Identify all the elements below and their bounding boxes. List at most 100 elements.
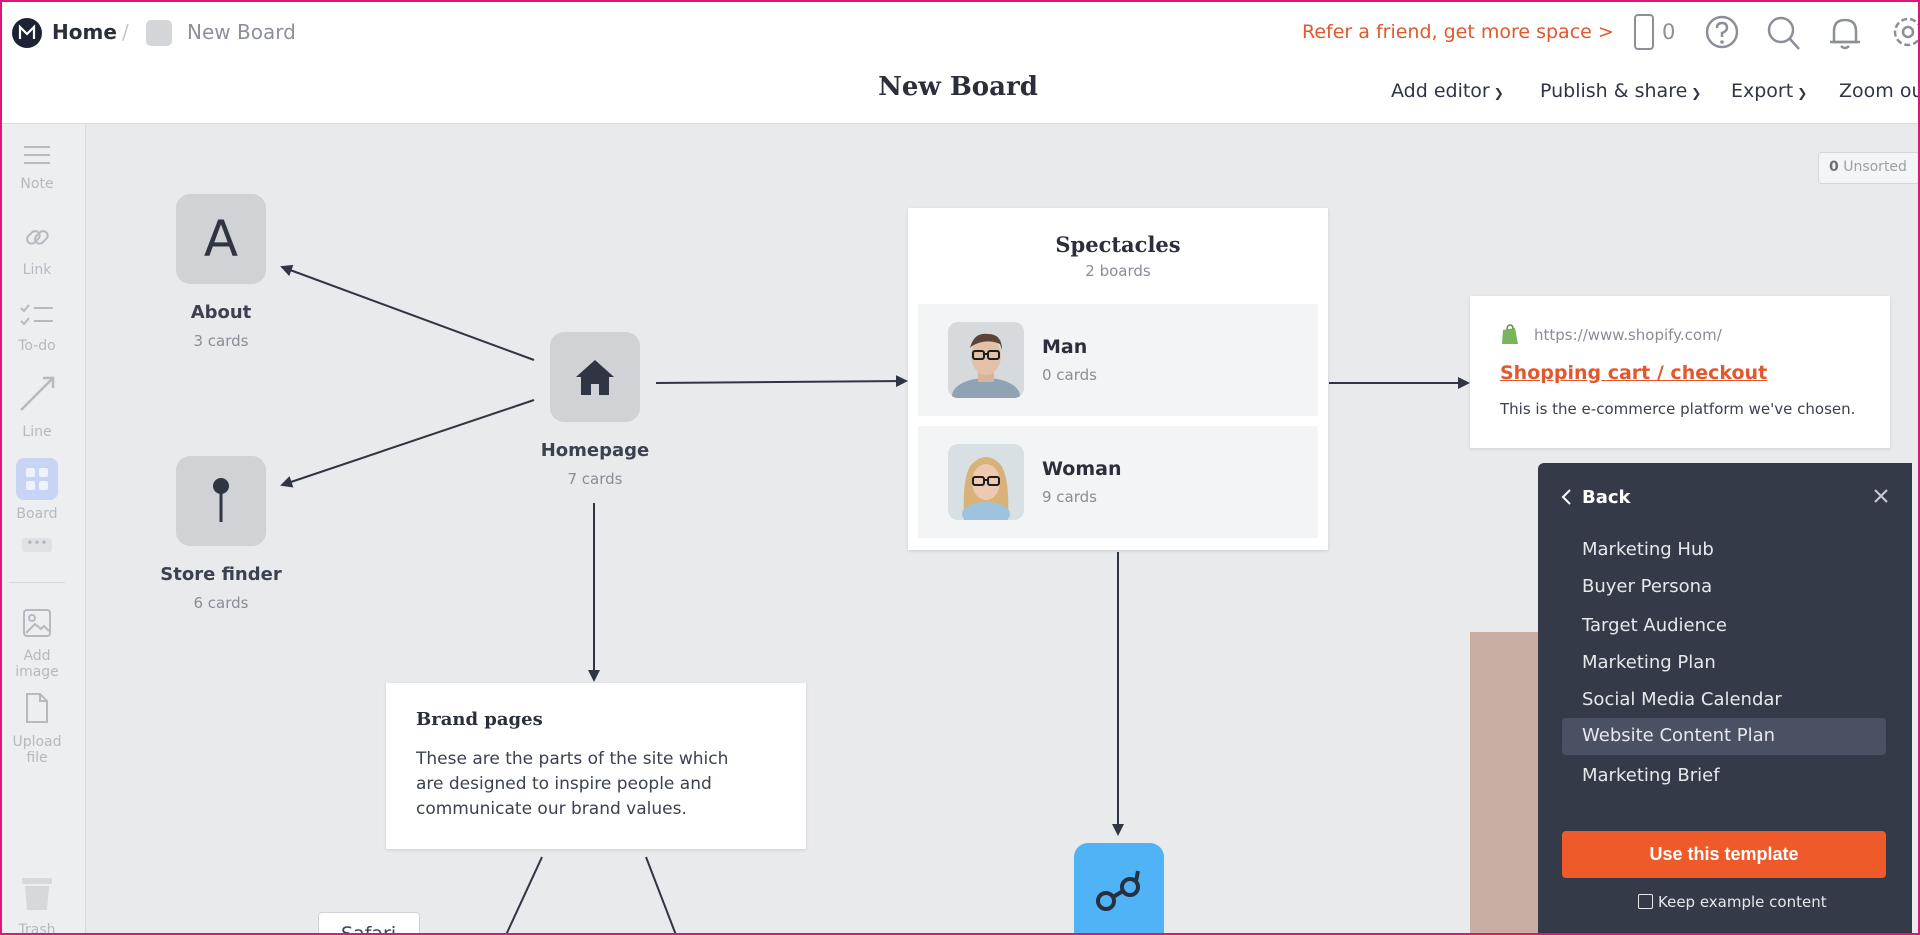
board-tool-icon [16, 458, 58, 500]
store-finder-board-tile[interactable] [176, 456, 266, 546]
search-icon[interactable] [1766, 14, 1802, 52]
tool-add-image-label: Add image [15, 648, 59, 680]
tool-add-image[interactable]: Add image [0, 608, 74, 680]
link-icon [26, 230, 49, 245]
subboard-woman-name: Woman [1042, 458, 1122, 480]
breadcrumb-separator: / [122, 20, 129, 44]
publish-share-label: Publish & share [1540, 80, 1688, 102]
template-item[interactable]: Buyer Persona [1582, 576, 1713, 597]
tool-trash-label: Trash [18, 922, 56, 935]
pin-icon [213, 478, 229, 522]
subboard-man-count: 0 cards [1042, 366, 1097, 384]
link-description: This is the e-commerce platform we've ch… [1500, 400, 1856, 418]
tool-todo-label: To-do [18, 338, 56, 354]
homepage-count: 7 cards [567, 470, 623, 488]
tool-todo[interactable]: To-do [0, 302, 74, 354]
milanote-logo-icon[interactable] [12, 18, 42, 48]
store-finder-count: 6 cards [193, 594, 249, 612]
breadcrumb-home[interactable]: Home [52, 20, 117, 44]
keep-content-label: Keep example content [1658, 893, 1827, 911]
template-panel: Back Marketing Hub Buyer Persona Target … [1538, 463, 1912, 935]
brand-pages-title: Brand pages [416, 709, 543, 730]
template-item[interactable]: Social Media Calendar [1582, 689, 1782, 710]
subboard-man-name: Man [1042, 336, 1088, 358]
page-title: New Board [878, 72, 1038, 102]
template-item[interactable]: Marketing Hub [1582, 539, 1714, 560]
image-icon [23, 609, 51, 637]
subboard-woman-count: 9 cards [1042, 488, 1097, 506]
phone-icon[interactable] [1634, 14, 1654, 50]
unsorted-count: 0 [1829, 159, 1839, 175]
back-button[interactable]: Back [1582, 487, 1631, 508]
trash-icon [22, 878, 52, 910]
file-icon [26, 693, 48, 723]
tool-board-label: Board [16, 506, 58, 522]
publish-share-menu[interactable]: Publish & share❯ [1540, 80, 1701, 102]
template-item[interactable]: Marketing Plan [1582, 652, 1716, 673]
help-icon[interactable] [1705, 14, 1739, 50]
template-item[interactable]: Marketing Brief [1582, 765, 1720, 786]
tool-board[interactable]: Board [0, 458, 74, 522]
more-tools-icon[interactable]: ••• [0, 537, 74, 552]
spectacles-count: 2 boards [1085, 262, 1151, 280]
store-finder-label: Store finder [160, 564, 282, 585]
glasses-board-tile[interactable] [1074, 843, 1164, 935]
use-template-button[interactable]: Use this template [1562, 831, 1886, 878]
unsorted-counter[interactable]: 0 Unsorted [1818, 152, 1920, 184]
board-icon [146, 20, 172, 46]
line-icon [20, 376, 55, 411]
canvas-photo[interactable] [1470, 632, 1550, 935]
export-menu[interactable]: Export❯ [1731, 80, 1807, 102]
todo-icon [20, 304, 53, 326]
brand-pages-body: These are the parts of the site which ar… [416, 749, 729, 819]
zoom-out-menu[interactable]: Zoom ou [1839, 80, 1920, 102]
left-toolbar: Note Link To-do Line Board ••• Add image… [0, 124, 86, 935]
unsorted-label: Unsorted [1843, 159, 1907, 175]
about-board-tile[interactable]: A [176, 194, 266, 284]
chevron-down-icon: ❯ [1797, 86, 1808, 100]
tool-line-label: Line [22, 424, 52, 440]
breadcrumb-board[interactable]: New Board [187, 20, 296, 44]
note-icon [24, 146, 50, 164]
add-editor-menu[interactable]: Add editor❯ [1391, 80, 1504, 102]
tool-line[interactable]: Line [0, 374, 74, 440]
subboard-man[interactable]: Man 0 cards [918, 304, 1318, 416]
woman-avatar [948, 444, 1024, 520]
tool-upload-file-label: Upload file [12, 734, 62, 766]
phone-count: 0 [1662, 20, 1676, 44]
home-icon [576, 360, 614, 395]
refer-friend-link[interactable]: Refer a friend, get more space > [1302, 21, 1614, 43]
template-item-selected[interactable]: Website Content Plan [1562, 718, 1886, 755]
brand-pages-note[interactable]: Brand pages These are the parts of the s… [386, 683, 806, 849]
tool-link-label: Link [22, 262, 52, 278]
about-label: About [190, 302, 252, 323]
link-title[interactable]: Shopping cart / checkout [1500, 362, 1768, 384]
tool-note[interactable]: Note [0, 144, 74, 192]
bell-icon[interactable] [1828, 14, 1862, 52]
gear-icon[interactable] [1890, 14, 1920, 52]
tool-upload-file[interactable]: Upload file [0, 692, 74, 766]
tool-note-label: Note [20, 176, 54, 192]
glasses-icon [1096, 870, 1140, 911]
shopify-link-card[interactable]: https://www.shopify.com/ Shopping cart /… [1470, 296, 1890, 448]
shopify-icon [1502, 324, 1518, 344]
chevron-left-icon[interactable] [1560, 487, 1574, 507]
about-letter: A [203, 210, 239, 268]
man-avatar [948, 322, 1024, 398]
add-editor-label: Add editor [1391, 80, 1490, 102]
export-label: Export [1731, 80, 1794, 102]
spectacles-title: Spectacles [1055, 232, 1181, 257]
chevron-down-icon: ❯ [1691, 86, 1702, 100]
homepage-board-tile[interactable] [550, 332, 640, 422]
template-item[interactable]: Target Audience [1582, 615, 1728, 636]
subboard-woman[interactable]: Woman 9 cards [918, 426, 1318, 538]
divider [0, 582, 74, 583]
safari-card[interactable]: Safari [318, 912, 420, 935]
about-count: 3 cards [193, 332, 249, 350]
tool-trash[interactable]: Trash [0, 876, 74, 935]
tool-link[interactable]: Link [0, 222, 74, 278]
close-icon[interactable] [1872, 487, 1890, 505]
keep-content-checkbox[interactable] [1638, 894, 1653, 909]
spectacles-board-card[interactable]: Spectacles 2 boards Man 0 cards [908, 208, 1328, 550]
